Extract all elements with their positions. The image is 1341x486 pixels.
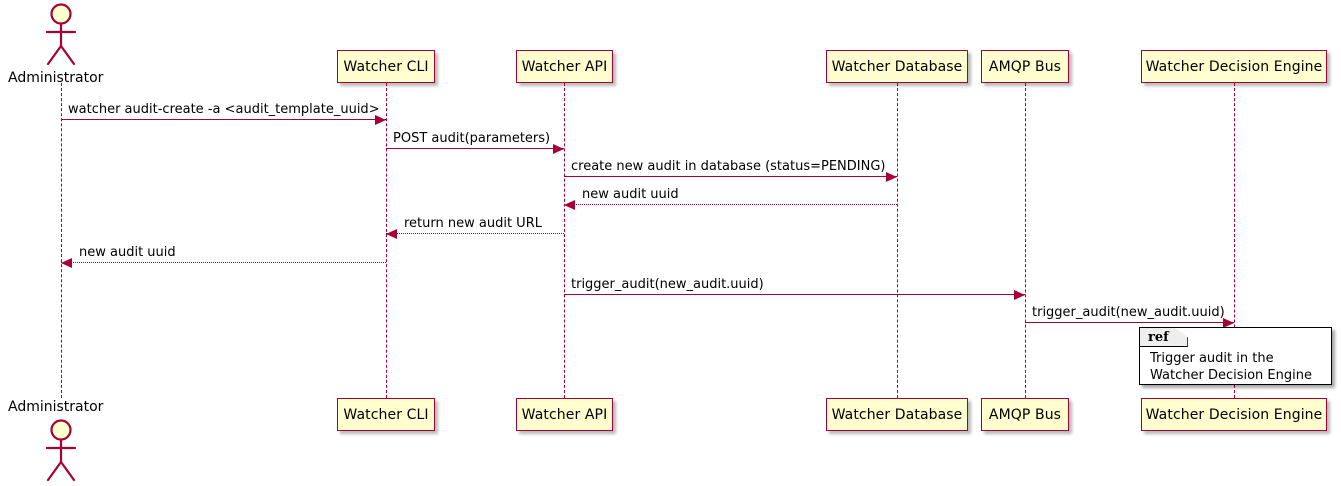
message-label: trigger_audit(new_audit.uuid) [1032,305,1225,320]
message-label: new audit uuid [79,245,176,260]
message-arrowhead [386,229,397,239]
message-label: return new audit URL [404,216,542,231]
participant-box-amqp-bus-bottom: AMQP Bus [981,398,1069,431]
fragment-body-text: Trigger audit in the Watcher Decision En… [1150,351,1312,383]
fragment-tab-label: ref [1140,328,1188,347]
participant-box-watcher-api-top: Watcher API [516,50,613,83]
lifeline-watcher-cli [386,83,387,398]
lifeline-administrator [61,83,62,398]
message-line [564,294,1025,295]
message-line [564,176,897,177]
participant-box-watcher-cli-top: Watcher CLI [337,50,435,83]
message-arrowhead [61,258,72,268]
message-line [386,233,564,234]
participant-label: Watcher API [521,406,608,423]
actor-figure-bottom-administrator [45,419,77,482]
lifeline-watcher-database [897,83,898,398]
actor-label-bottom-administrator: Administrator [8,399,104,415]
message-arrowhead [375,115,386,125]
message-label: watcher audit-create -a <audit_template_… [68,102,380,117]
participant-label: AMQP Bus [988,58,1062,75]
message-line [564,204,897,205]
actor-figure-top-administrator [45,3,77,66]
participant-box-watcher-decision-engine-top: Watcher Decision Engine [1141,50,1327,83]
lifeline-watcher-decision-engine [1234,83,1235,398]
message-arrowhead [1223,318,1234,328]
message-arrowhead [1014,290,1025,300]
participant-label: Watcher CLI [343,58,429,75]
participant-box-watcher-decision-engine-bottom: Watcher Decision Engine [1141,398,1327,431]
lifeline-amqp-bus [1025,83,1026,398]
participant-label: AMQP Bus [988,406,1062,423]
participant-box-watcher-database-top: Watcher Database [826,50,968,83]
message-arrowhead [564,200,575,210]
message-label: trigger_audit(new_audit.uuid) [571,277,764,292]
participant-box-watcher-database-bottom: Watcher Database [826,398,968,431]
participant-label: Watcher CLI [343,406,429,423]
participant-label: Watcher API [521,58,608,75]
message-line [61,119,386,120]
message-line [61,262,386,263]
participant-box-watcher-api-bottom: Watcher API [516,398,613,431]
participant-label: Watcher Database [831,406,963,423]
participant-label: Watcher Database [831,58,963,75]
message-arrowhead [886,172,897,182]
message-line [1025,322,1234,323]
message-label: POST audit(parameters) [393,131,551,146]
message-arrowhead [553,144,564,154]
participant-label: Watcher Decision Engine [1145,406,1323,423]
participant-box-watcher-cli-bottom: Watcher CLI [337,398,435,431]
lifeline-watcher-api [564,83,565,398]
message-label: new audit uuid [582,187,679,202]
participant-label: Watcher Decision Engine [1145,58,1323,75]
participant-box-amqp-bus-top: AMQP Bus [981,50,1069,83]
message-label: create new audit in database (status=PEN… [571,159,886,174]
message-line [386,148,564,149]
actor-label-top-administrator: Administrator [8,70,104,86]
